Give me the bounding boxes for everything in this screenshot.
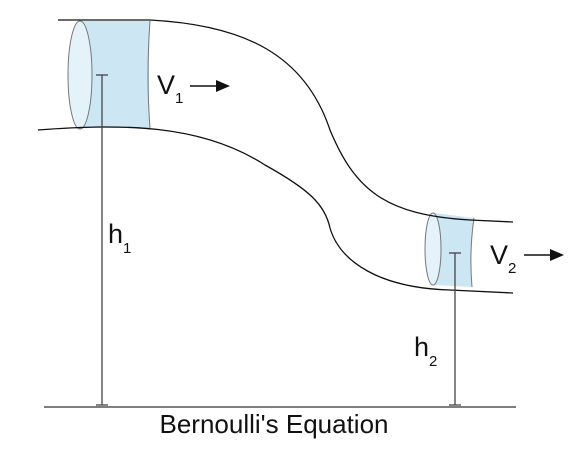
fluid-slug-1 xyxy=(80,21,150,128)
label-v2: V2 xyxy=(490,240,516,277)
label-h2-subscript: 2 xyxy=(429,353,437,370)
fluid-slug-1-end-face xyxy=(67,20,93,130)
fluid-slug-2-end-face xyxy=(424,212,442,286)
label-h2-main: h xyxy=(414,332,429,362)
label-v2-subscript: 2 xyxy=(508,260,516,277)
height-marker-h2 xyxy=(449,252,461,406)
velocity-arrow-v2 xyxy=(524,249,564,261)
label-v1: V1 xyxy=(157,70,183,107)
diagram-caption: Bernoulli's Equation xyxy=(160,409,389,439)
label-h1-main: h xyxy=(108,219,123,249)
pipe-bottom-wall xyxy=(37,126,514,294)
fluid-slug-1-right-edge xyxy=(147,20,151,129)
fluid-slug-2 xyxy=(433,213,474,287)
label-h1: h1 xyxy=(108,219,131,257)
label-v2-main: V xyxy=(490,240,508,270)
pipe-top-wall xyxy=(58,19,514,223)
velocity-arrow-v1 xyxy=(190,80,230,92)
height-marker-h1 xyxy=(96,74,108,406)
label-v1-main: V xyxy=(157,70,175,100)
fluid-slug-2-right-edge xyxy=(470,217,475,288)
label-h2: h2 xyxy=(414,332,437,370)
label-v1-subscript: 1 xyxy=(175,90,183,107)
label-h1-subscript: 1 xyxy=(123,240,131,257)
